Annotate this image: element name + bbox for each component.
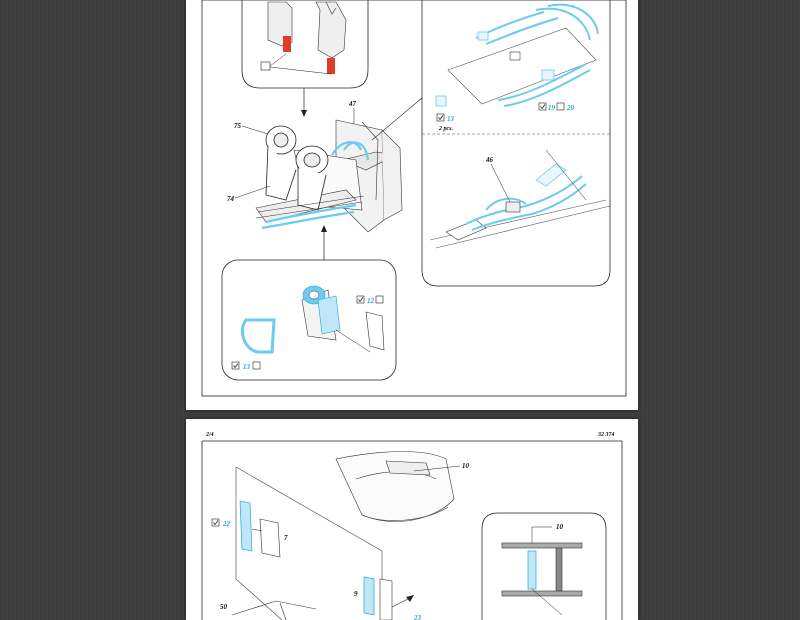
quantity-note: 2 pcs. bbox=[438, 126, 453, 132]
cockpit-coaming-drawing bbox=[335, 451, 455, 522]
seat-ring-parts bbox=[265, 125, 329, 211]
part-label-47: 47 bbox=[348, 100, 357, 108]
callout-23: 23 bbox=[413, 614, 422, 620]
page-1-drawing: 75 47 74 13 2 pcs. bbox=[201, 0, 627, 397]
bracket-part-9-drawing bbox=[363, 576, 414, 620]
instruction-page-1[interactable]: 75 47 74 13 2 pcs. bbox=[186, 0, 638, 410]
callout-20: 20 bbox=[566, 104, 575, 112]
fold-symbol-icon bbox=[260, 61, 271, 71]
check-icon bbox=[231, 361, 240, 370]
instruction-page-2[interactable]: 2/4 32 374 10 22 7 9 bbox=[186, 419, 638, 620]
page-2-drawing: 2/4 32 374 10 22 7 9 bbox=[201, 432, 623, 620]
callout-12: 12 bbox=[367, 297, 375, 305]
arrow-down-icon bbox=[301, 110, 307, 117]
inset-box-right bbox=[421, 0, 611, 287]
part-label-46: 46 bbox=[485, 156, 494, 164]
viewer-background-left bbox=[0, 0, 186, 620]
seat-cushion-detail-drawing bbox=[241, 285, 385, 354]
belt-harness-drawing-upper bbox=[435, 3, 599, 107]
inset-box-bottom-right bbox=[481, 512, 607, 620]
part-label-75: 75 bbox=[234, 122, 242, 130]
highlight-red-part-a bbox=[283, 36, 291, 52]
highlight-red-part-b bbox=[327, 58, 335, 74]
page-number: 2/4 bbox=[205, 432, 214, 438]
kit-number: 32 374 bbox=[597, 432, 615, 438]
part-label-10-inset: 10 bbox=[556, 523, 564, 531]
callout-22: 22 bbox=[222, 520, 231, 528]
part-label-7: 7 bbox=[284, 534, 288, 542]
page-frame-2 bbox=[201, 440, 623, 620]
frame-section-drawing bbox=[501, 526, 583, 616]
arrow-icon bbox=[406, 595, 414, 602]
part-label-74: 74 bbox=[227, 195, 235, 203]
inset-box-bottom bbox=[221, 259, 397, 381]
check-icon bbox=[211, 518, 220, 527]
photo-etch-belts-main bbox=[261, 141, 370, 230]
viewer-background-right bbox=[640, 0, 800, 620]
belt-harness-drawing-lower bbox=[429, 149, 611, 249]
callout-19: 19 bbox=[548, 104, 556, 112]
fold-symbol-icon bbox=[556, 102, 565, 111]
page-frame bbox=[201, 0, 627, 397]
arrow-up-icon bbox=[321, 225, 327, 232]
fold-symbol-icon bbox=[375, 295, 384, 304]
inset-box-top-left bbox=[241, 0, 369, 89]
seat-back-parts-drawing bbox=[267, 1, 347, 59]
callout-13-top: 13 bbox=[447, 115, 455, 123]
fold-symbol-icon bbox=[252, 361, 261, 370]
part-label-9: 9 bbox=[354, 590, 358, 598]
check-icon bbox=[356, 295, 365, 304]
part-label-10-top: 10 bbox=[462, 462, 470, 470]
part-label-50: 50 bbox=[220, 603, 228, 611]
check-icon bbox=[436, 113, 445, 122]
check-icon bbox=[538, 102, 547, 111]
side-panel-parts-drawing bbox=[239, 500, 281, 558]
callout-13-bottom: 13 bbox=[243, 363, 251, 371]
